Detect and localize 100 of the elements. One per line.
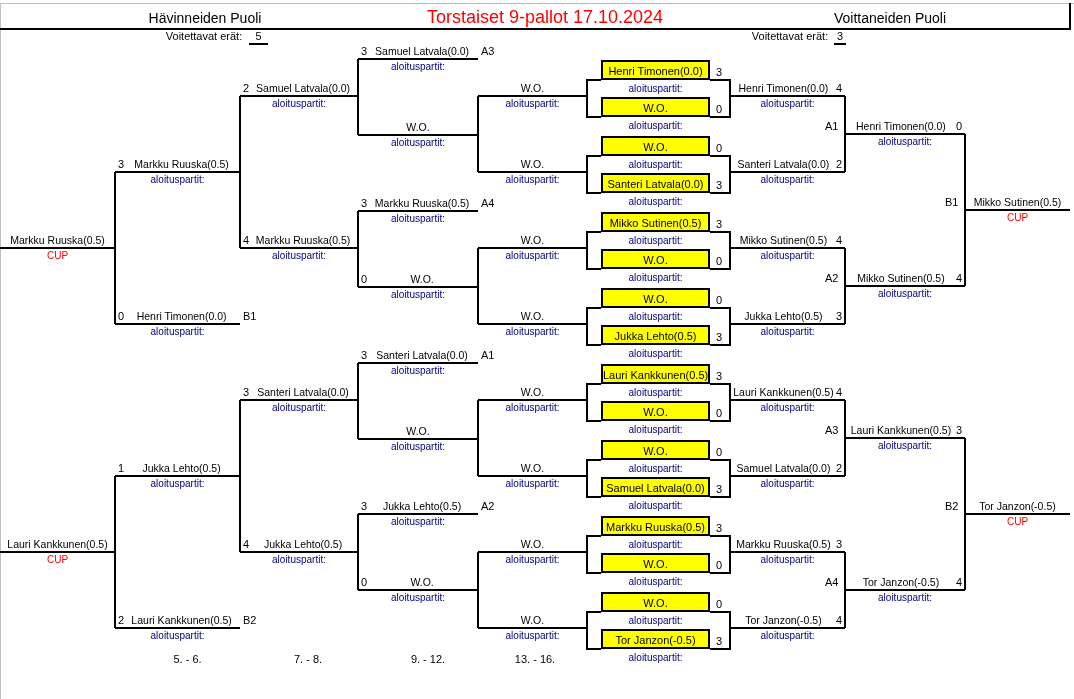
player-name: Tor Janzon(-0.5) (861, 575, 941, 589)
match-slot (601, 516, 710, 550)
bracket-slot (478, 233, 587, 263)
note-text: aloituspartit: (759, 326, 816, 337)
note-text: aloituspartit: (149, 326, 206, 337)
note-text: aloituspartit: (390, 137, 446, 148)
bracket-slot (240, 385, 358, 415)
player-name: Jukka Lehto(0.5) (141, 461, 222, 475)
note-text: aloituspartit: (627, 120, 684, 131)
note-text: aloituspartit: (504, 478, 561, 489)
bracket-line (586, 535, 602, 553)
bracket-slot (845, 423, 965, 453)
note-text: aloituspartit: (627, 387, 684, 398)
bracket-slot (845, 271, 965, 301)
bracket-line (586, 171, 602, 194)
bracket-slot (478, 537, 587, 567)
bracket-line (477, 551, 479, 591)
header-label: Voitettavat erät: (750, 30, 830, 43)
player-name: Lauri Kankkunen(0.5) (732, 385, 835, 399)
bracket-line (844, 95, 846, 135)
bracket-slot (730, 81, 845, 111)
note-text: aloituspartit: (504, 326, 561, 337)
match-slot (601, 97, 710, 131)
player-name: Santeri Latvala(0.0) (375, 348, 469, 362)
bracket-slot (358, 44, 478, 74)
bracket-line (477, 438, 479, 477)
note-text: aloituspartit: (504, 174, 561, 185)
note-text: aloituspartit: (759, 98, 816, 109)
player-name: Lauri Kankkunen(0.5) (6, 537, 109, 551)
note-text: aloituspartit: (504, 98, 561, 109)
player-name: Lauri Kankkunen(0.5) (130, 613, 233, 627)
bracket-line (709, 79, 731, 97)
bracket-line (709, 231, 731, 249)
note-text: aloituspartit: (877, 288, 933, 299)
title: Torstaiset 9-pallot 17.10.2024 (425, 7, 665, 28)
bracket-slot (358, 272, 478, 302)
player-name: Samuel Latvala(0.0) (735, 461, 832, 475)
match-slot (601, 401, 710, 435)
bracket-line (709, 307, 731, 325)
score-number: 2 (117, 613, 126, 627)
bracket-line (964, 513, 966, 591)
note-text: aloituspartit: (271, 554, 327, 565)
note-text: aloituspartit: (759, 402, 816, 413)
bracket-slot (478, 81, 587, 111)
score-number: 3 (834, 537, 843, 551)
bracket-slot (358, 575, 478, 605)
score-number: 0 (716, 294, 723, 307)
note-text: aloituspartit: (504, 250, 561, 261)
bracket-tag: A1 (825, 120, 839, 133)
bracket-line (357, 513, 359, 553)
bracket-line (964, 437, 966, 515)
note-text: aloituspartit: (271, 98, 327, 109)
bracket-line (964, 209, 966, 287)
note-text: aloituspartit: (149, 630, 206, 641)
bracket-slot (730, 385, 845, 415)
match-slot (601, 249, 710, 283)
bracket-slot (240, 537, 358, 567)
player-name: Jukka Lehto(0.5) (262, 537, 344, 551)
player-name-box: Jukka Lehto(0.5) (601, 325, 710, 345)
score-number: 3 (716, 635, 723, 648)
bracket-line (709, 459, 731, 477)
note-text: aloituspartit: (627, 159, 684, 170)
bracket-line (709, 247, 731, 270)
player-name: W.O. (405, 424, 431, 438)
bracket-line (114, 247, 116, 325)
player-name: Henri Timonen(0.0) (135, 309, 228, 323)
player-name-box: W.O. (601, 97, 710, 117)
player-name: Markku Ruuska(0.5) (735, 537, 832, 551)
match-slot (601, 592, 710, 626)
bracket-line (477, 95, 479, 136)
score-number: 0 (360, 575, 369, 589)
player-name: Santeri Latvala(0.0) (736, 157, 831, 171)
bracket-tag: A4 (825, 576, 839, 589)
player-name: W.O. (519, 81, 546, 95)
bracket-slot (730, 461, 845, 491)
score-number: 4 (834, 81, 843, 95)
bracket-line (586, 383, 602, 401)
player-name: Jukka Lehto(0.5) (381, 499, 463, 513)
score-number: 4 (242, 233, 251, 247)
bracket-line (239, 475, 241, 553)
bracket-slot (730, 309, 845, 339)
score-number: 2 (834, 157, 843, 171)
player-name-box: Santeri Latvala(0.0) (601, 173, 710, 193)
player-name: Markku Ruuska(0.5) (254, 233, 352, 247)
header-label: Hävinneiden Puoli (147, 10, 263, 27)
player-name: Santeri Latvala(0.0) (256, 385, 350, 399)
bracket-line (844, 247, 846, 287)
bracket-line (844, 551, 846, 591)
bracket-slot (115, 157, 240, 187)
player-name: Markku Ruuska(0.5) (373, 196, 471, 210)
bracket-slot (358, 120, 478, 150)
header-label: 9. - 12. (409, 653, 447, 666)
bracket-slot (358, 499, 478, 529)
bracket-slot (115, 309, 240, 339)
bracket-tag: A2 (481, 500, 495, 513)
match-slot (601, 440, 710, 474)
player-name: W.O. (519, 537, 546, 551)
bracket-tag: A3 (481, 45, 495, 58)
score-number: 0 (117, 309, 126, 323)
bracket-line (477, 589, 479, 629)
